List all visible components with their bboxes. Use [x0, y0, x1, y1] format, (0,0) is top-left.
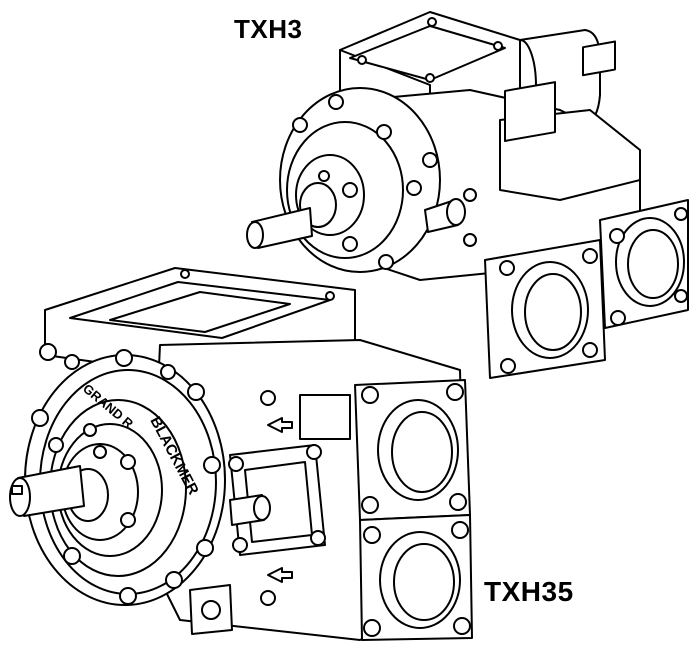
txh3-side-bolt: [463, 188, 477, 202]
txh3-cover-bolt: [342, 182, 358, 198]
txh35-upper-port-thread: [391, 411, 453, 493]
txh35-frame-bolt: [180, 269, 190, 279]
txh35-flow-arrow-icon: [267, 417, 293, 433]
txh3-cover-bolt: [378, 254, 394, 270]
txh35-cover-bolt: [165, 571, 183, 589]
txh3-cover-bolt: [422, 152, 438, 168]
txh3-cover-bolt: [292, 117, 308, 133]
txh3-flange-bolt: [674, 289, 688, 303]
txh3-top-bolt: [493, 41, 503, 51]
txh3-top-bolt: [425, 73, 435, 83]
txh35-cover-bolt: [64, 354, 80, 370]
txh3-cover-bolt: [376, 124, 392, 140]
txh3-cover-bolt: [342, 236, 358, 252]
txh35-valve-bolt: [310, 530, 326, 546]
txh35-cover-bolt: [120, 512, 136, 528]
txh35-valve-bolt: [306, 444, 322, 460]
txh3-small-plate: [582, 40, 616, 77]
txh3-grease-fitting: [318, 170, 330, 182]
txh35-cover-bolt: [115, 349, 133, 367]
txh3-shaft-end: [246, 221, 264, 249]
txh35-cover-bolt: [48, 437, 64, 453]
txh35-port-bolt: [361, 386, 379, 404]
txh35-cover-bolt: [39, 343, 57, 361]
txh35-nameplate: [299, 394, 351, 440]
txh35-cover-bolt: [31, 409, 49, 427]
txh35-cover-bolt: [160, 364, 176, 380]
txh35-shaft-key: [11, 485, 23, 495]
txh3-flange-bolt: [674, 207, 688, 221]
txh35-cover-bolt: [120, 454, 136, 470]
txh35-port-bolt: [451, 521, 469, 539]
txh3-flange-bolt: [609, 228, 625, 244]
txh35-flow-arrow-icon: [267, 567, 293, 583]
txh3-cover-bolt: [406, 180, 422, 196]
txh35-grease-fitting: [93, 445, 107, 459]
txh35-port-bolt: [363, 619, 381, 637]
txh3-flange-bolt: [582, 342, 598, 358]
txh3-flange-bolt: [500, 358, 516, 374]
txh35-housing-bolt: [260, 390, 276, 406]
model-label-txh3: TXH3: [234, 14, 303, 44]
txh35-cover-bolt: [187, 383, 205, 401]
txh35-cover-bolt: [83, 423, 97, 437]
txh35-lower-port-thread: [393, 543, 455, 621]
txh35-shaft-end: [9, 477, 31, 517]
pump-txh35: GRAND R BLACKMER: [9, 267, 473, 641]
txh35-cover-bolt: [119, 587, 137, 605]
txh35-valve-cap-end: [253, 495, 271, 521]
txh3-flange-bolt: [499, 260, 515, 276]
txh3-flange-bolt: [582, 248, 598, 264]
txh3-cover-bolt: [328, 94, 344, 110]
txh3-flange-bolt: [610, 310, 626, 326]
txh35-valve-bolt: [232, 537, 248, 553]
txh35-base-hole: [201, 600, 221, 620]
txh3-side-bolt: [463, 233, 477, 247]
txh35-frame-bolt: [325, 291, 335, 301]
txh3-top-bolt: [357, 55, 367, 65]
txh35-cover-bolt: [203, 456, 221, 474]
txh35-port-bolt: [363, 526, 381, 544]
txh3-nameplate: [504, 81, 556, 142]
pump-txh3: [246, 11, 689, 379]
txh35-cover-bolt: [63, 547, 81, 565]
txh3-top-bolt: [427, 17, 437, 27]
txh35-valve-bolt: [228, 456, 244, 472]
txh35-top-opening-inner: [109, 291, 291, 333]
txh35-cover-bolt: [196, 539, 214, 557]
txh35-port-bolt: [453, 617, 471, 635]
txh35-housing-bolt: [260, 590, 276, 606]
txh3-relief-cap: [446, 198, 466, 226]
txh3-port-right-thread: [627, 229, 679, 299]
txh35-port-bolt: [449, 493, 467, 511]
txh35-port-bolt: [446, 383, 464, 401]
model-label-txh35: TXH35: [484, 576, 574, 607]
txh35-port-bolt: [361, 496, 379, 514]
txh3-top-flange: [349, 25, 506, 81]
txh3-port-left-thread: [524, 273, 582, 351]
